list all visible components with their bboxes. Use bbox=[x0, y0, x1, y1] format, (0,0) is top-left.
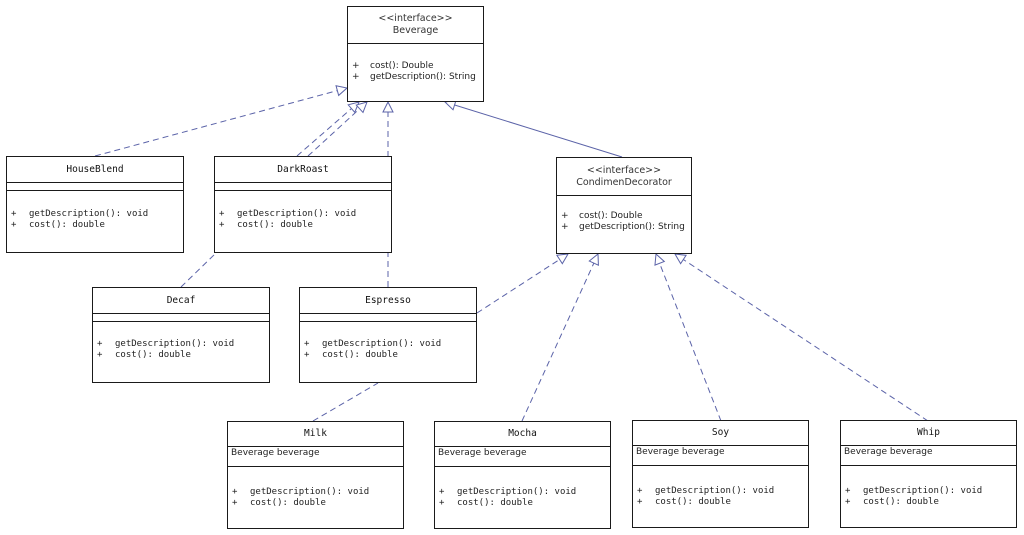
operation: +cost(): double bbox=[439, 498, 533, 508]
beverage-header: <<interface>> Beverage bbox=[348, 7, 483, 44]
operation: +cost(): double bbox=[97, 350, 191, 360]
operation: +getDescription(): String bbox=[561, 222, 685, 232]
condiment-decorator-stereotype: <<interface>> bbox=[586, 164, 662, 176]
whip-header: Whip bbox=[841, 421, 1016, 446]
condiment-decorator-operations: +cost(): Double +getDescription(): Strin… bbox=[557, 196, 691, 236]
espresso-name: Espresso bbox=[365, 294, 411, 306]
whip-attribute: Beverage beverage bbox=[844, 447, 933, 457]
operation: +getDescription(): void bbox=[232, 487, 370, 497]
beverage-stereotype: <<interface>> bbox=[378, 13, 453, 24]
mocha-operations: +getDescription(): void +cost(): double bbox=[435, 467, 610, 512]
soy-operations: +getDescription(): void +cost(): double bbox=[633, 466, 808, 511]
darkroast-operations: +getDescription(): void +cost(): double bbox=[215, 191, 391, 234]
operation: +getDescription(): void bbox=[97, 339, 235, 349]
realization-whip-decorator bbox=[675, 254, 929, 422]
espresso-operations: +getDescription(): void +cost(): double bbox=[300, 322, 476, 364]
milk-class[interactable]: Milk Beverage beverage +getDescription()… bbox=[227, 421, 404, 529]
soy-attribute: Beverage beverage bbox=[636, 447, 725, 457]
operation: +cost(): double bbox=[845, 497, 939, 507]
operation: +getDescription(): void bbox=[637, 486, 775, 496]
operation: +getDescription(): String bbox=[352, 72, 476, 82]
realization-espresso-decorator bbox=[476, 254, 568, 314]
houseblend-attributes bbox=[7, 183, 183, 191]
realization-mocha-decorator bbox=[521, 254, 598, 422]
mocha-class[interactable]: Mocha Beverage beverage +getDescription(… bbox=[434, 421, 611, 529]
darkroast-header: DarkRoast bbox=[215, 157, 391, 183]
decaf-name: Decaf bbox=[166, 294, 196, 306]
houseblend-class[interactable]: HouseBlend +getDescription(): void +cost… bbox=[6, 156, 184, 253]
beverage-operations: +cost(): Double +getDescription(): Strin… bbox=[348, 44, 483, 86]
operation: +cost(): double bbox=[232, 498, 326, 508]
beverage-interface[interactable]: <<interface>> Beverage +cost(): Double +… bbox=[347, 6, 484, 102]
darkroast-class[interactable]: DarkRoast +getDescription(): void +cost(… bbox=[214, 156, 392, 253]
mocha-name: Mocha bbox=[508, 428, 537, 439]
decaf-header: Decaf bbox=[93, 288, 269, 314]
milk-header: Milk bbox=[228, 422, 403, 447]
operation: +getDescription(): void bbox=[439, 487, 577, 497]
operation: +cost(): double bbox=[219, 220, 313, 230]
soy-name: Soy bbox=[711, 427, 730, 438]
espresso-header: Espresso bbox=[300, 288, 476, 314]
whip-class[interactable]: Whip Beverage beverage +getDescription()… bbox=[840, 420, 1017, 528]
operation: +getDescription(): void bbox=[219, 209, 357, 219]
darkroast-attributes bbox=[215, 183, 391, 191]
houseblend-operations: +getDescription(): void +cost(): double bbox=[7, 191, 183, 234]
decaf-operations: +getDescription(): void +cost(): double bbox=[93, 322, 269, 364]
realization-soy-decorator bbox=[656, 254, 722, 422]
soy-attributes: Beverage beverage bbox=[633, 446, 808, 466]
darkroast-name: DarkRoast bbox=[277, 163, 329, 175]
mocha-attributes: Beverage beverage bbox=[435, 447, 610, 467]
mocha-attribute: Beverage beverage bbox=[438, 448, 527, 458]
espresso-class[interactable]: Espresso +getDescription(): void +cost()… bbox=[299, 287, 477, 383]
operation: +cost(): double bbox=[11, 220, 105, 230]
decaf-attributes bbox=[93, 314, 269, 322]
operation: +getDescription(): void bbox=[304, 339, 442, 349]
operation: +getDescription(): void bbox=[845, 486, 983, 496]
soy-class[interactable]: Soy Beverage beverage +getDescription():… bbox=[632, 420, 809, 528]
whip-attributes: Beverage beverage bbox=[841, 446, 1016, 466]
operation: +cost(): double bbox=[304, 350, 398, 360]
whip-operations: +getDescription(): void +cost(): double bbox=[841, 466, 1016, 511]
operation: +getDescription(): void bbox=[11, 209, 149, 219]
condiment-decorator-name: CondimenDecorator bbox=[576, 176, 672, 188]
link-milk-espresso bbox=[312, 382, 379, 422]
houseblend-name: HouseBlend bbox=[66, 163, 124, 175]
soy-header: Soy bbox=[633, 421, 808, 446]
operation: +cost(): double bbox=[637, 497, 731, 507]
houseblend-header: HouseBlend bbox=[7, 157, 183, 183]
whip-name: Whip bbox=[917, 427, 940, 438]
espresso-attributes bbox=[300, 314, 476, 322]
mocha-header: Mocha bbox=[435, 422, 610, 447]
milk-attribute: Beverage beverage bbox=[231, 448, 320, 458]
milk-name: Milk bbox=[304, 428, 327, 439]
realization-houseblend-beverage bbox=[94, 88, 347, 157]
milk-operations: +getDescription(): void +cost(): double bbox=[228, 467, 403, 512]
operation: +cost(): Double bbox=[561, 211, 643, 221]
milk-attributes: Beverage beverage bbox=[228, 447, 403, 467]
generalization-decorator-beverage bbox=[445, 102, 623, 158]
realization-decaf-beverage bbox=[307, 102, 367, 157]
condiment-decorator-header: <<interface>> CondimenDecorator bbox=[557, 158, 691, 196]
condiment-decorator-interface[interactable]: <<interface>> CondimenDecorator +cost():… bbox=[556, 157, 692, 254]
operation: +cost(): Double bbox=[352, 61, 434, 71]
decaf-class[interactable]: Decaf +getDescription(): void +cost(): d… bbox=[92, 287, 270, 383]
link-decaf-darkroast bbox=[180, 252, 217, 288]
realization-darkroast-beverage bbox=[296, 102, 359, 157]
beverage-name: Beverage bbox=[392, 25, 439, 36]
